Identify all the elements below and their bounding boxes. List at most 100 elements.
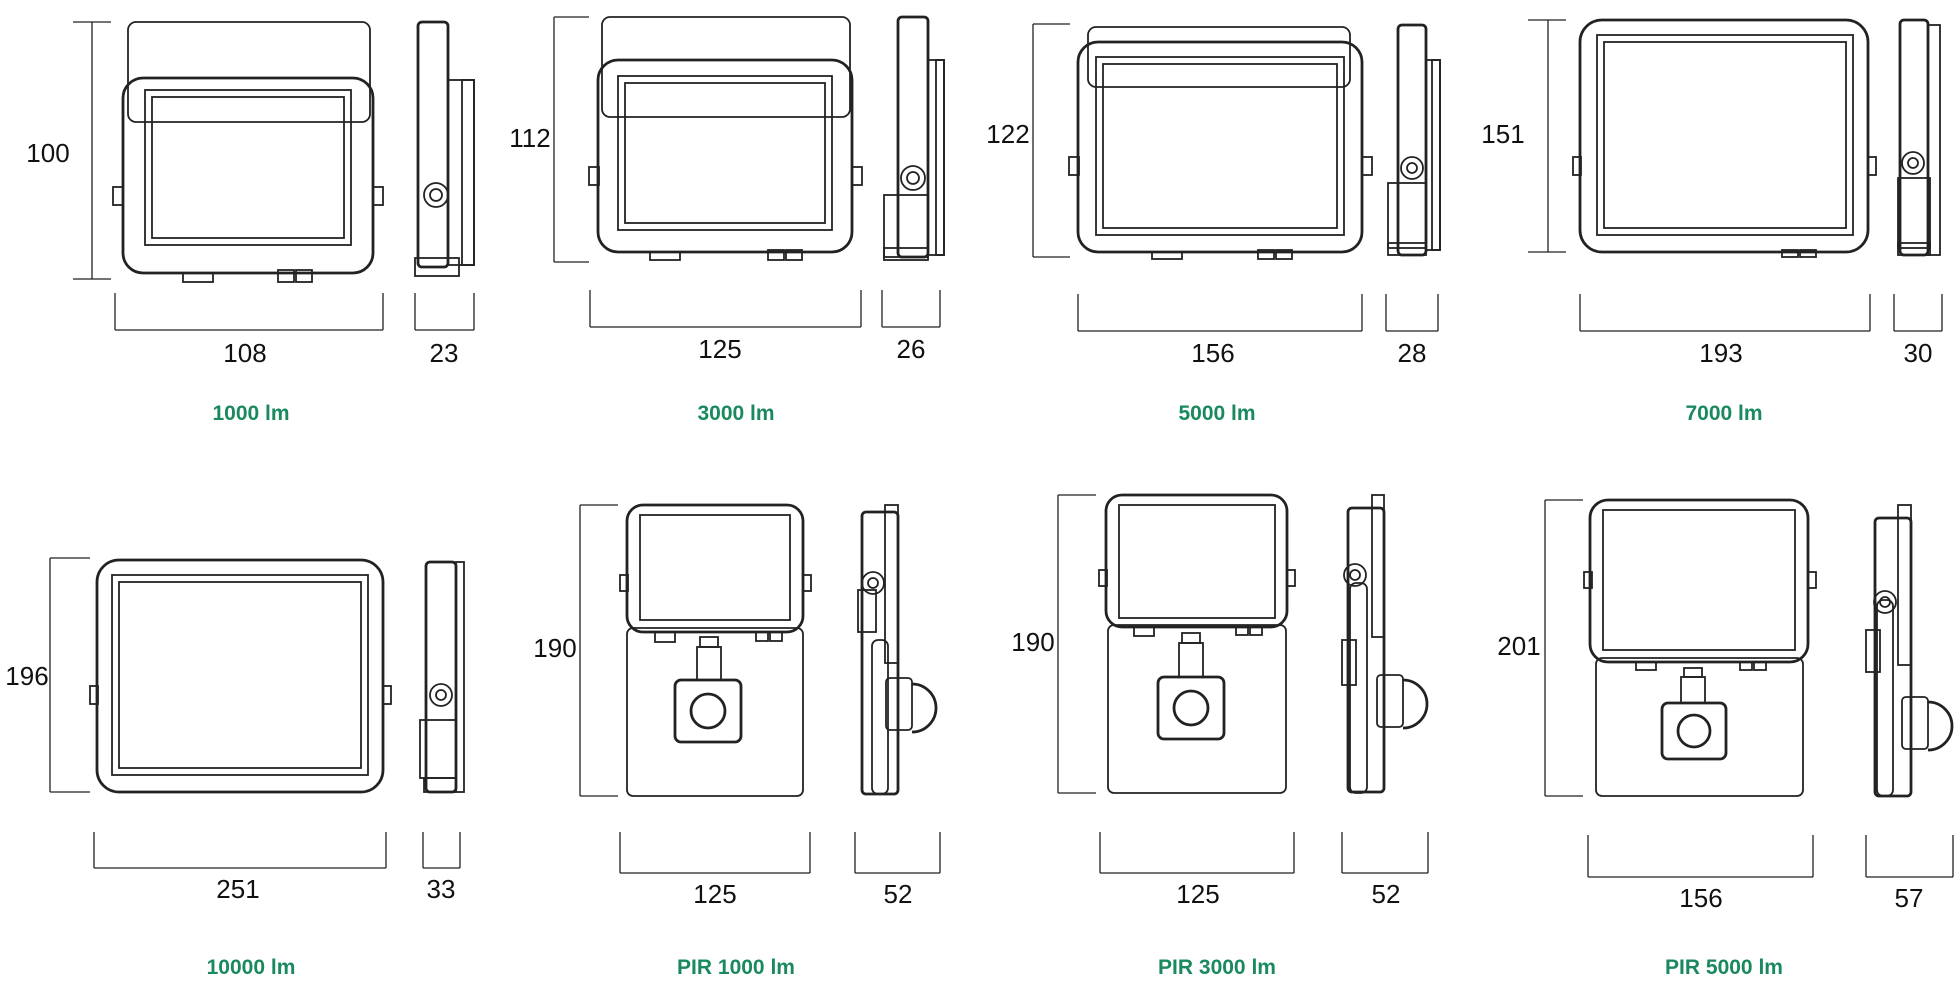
- side-driver-box: [857, 589, 877, 633]
- connector-2: [769, 631, 783, 642]
- connector-2: [1249, 626, 1263, 636]
- sensor-neck: [1178, 642, 1204, 678]
- height-dimension-line: [553, 16, 589, 263]
- width-label: 156: [1679, 883, 1722, 913]
- side-front-panel: [1927, 24, 1941, 256]
- height-label: 112: [509, 123, 550, 153]
- lamp-housing: [95, 558, 385, 794]
- lamp-housing: [1104, 493, 1289, 629]
- pir-sensor-head: [1156, 675, 1226, 741]
- lamp-housing: [596, 58, 854, 254]
- connector-2: [1275, 249, 1293, 260]
- side-sensor-mount: [885, 677, 913, 731]
- sensor-neck-cap: [1683, 667, 1703, 678]
- led-panel-inner: [151, 96, 345, 239]
- pir-sensor-head: [673, 678, 743, 744]
- lamp-housing: [1588, 498, 1810, 664]
- cable-gland: [1151, 251, 1183, 260]
- height-dimension-line: [1528, 19, 1566, 253]
- side-view: [1341, 494, 1429, 794]
- product-caption: 3000 lm: [697, 402, 774, 425]
- bracket-pivot-left: [112, 186, 124, 206]
- height-dimension-line: [579, 504, 618, 797]
- product-pir-3000lm: 190 125 52 PIR 3000 lm: [1011, 493, 1429, 979]
- side-sensor-dome: [1402, 678, 1429, 730]
- connector-1: [1739, 661, 1753, 671]
- side-housing: [860, 510, 900, 796]
- bracket-pivot-right: [1361, 156, 1373, 176]
- side-view: [1865, 504, 1954, 798]
- front-view: [1572, 18, 1877, 258]
- side-housing: [424, 560, 458, 794]
- height-dimension-line: [1032, 23, 1070, 258]
- led-panel-inner: [1603, 41, 1847, 229]
- dimension-lines: [1544, 499, 1954, 878]
- width-label: 193: [1699, 338, 1742, 368]
- side-sensor-dome: [1927, 700, 1954, 752]
- pir-sensor-lens: [1676, 713, 1712, 749]
- height-label: 122: [986, 119, 1029, 149]
- product-pir-1000lm: 190 125 52 PIR 1000 lm: [533, 503, 941, 979]
- product-7000lm: 151 193 30 7000 lm: [1481, 18, 1943, 425]
- pir-sensor-head: [1660, 701, 1728, 761]
- cable-gland: [1635, 661, 1657, 671]
- depth-label: 30: [1904, 338, 1933, 368]
- led-panel: [617, 75, 833, 231]
- depth-label: 57: [1895, 883, 1924, 913]
- depth-label: 52: [884, 879, 913, 909]
- side-front-panel: [455, 561, 465, 793]
- side-housing: [1898, 18, 1930, 257]
- side-base: [1897, 242, 1931, 256]
- pir-sensor-lens: [689, 692, 727, 730]
- side-sensor-dome: [911, 682, 938, 734]
- side-glass: [1431, 59, 1441, 251]
- width-dimension-line: [1077, 294, 1363, 332]
- cable-gland: [1133, 626, 1155, 637]
- bracket-pivot-left: [1583, 571, 1593, 589]
- led-panel: [1602, 509, 1796, 651]
- depth-label: 23: [430, 338, 459, 368]
- side-pivot-knob-inner: [906, 171, 920, 185]
- side-view: [1387, 23, 1441, 257]
- side-pivot-knob-inner: [1879, 596, 1891, 608]
- height-label: 196: [5, 661, 48, 691]
- width-label: 156: [1191, 338, 1234, 368]
- mounting-bracket: [127, 21, 371, 123]
- sensor-back-plate: [1107, 624, 1287, 794]
- lamp-housing: [625, 503, 805, 634]
- depth-dimension-line: [1865, 835, 1954, 878]
- cable-gland: [654, 631, 676, 643]
- side-front-panel: [1425, 59, 1441, 251]
- connector-1: [277, 269, 295, 283]
- side-pivot-knob: [1901, 151, 1925, 175]
- product-3000lm: 112 125 26 3000 lm: [509, 15, 945, 425]
- led-panel-inner: [624, 82, 826, 224]
- side-view: [419, 560, 465, 794]
- side-pivot-knob: [1400, 156, 1424, 180]
- side-housing: [896, 15, 930, 259]
- side-pivot-knob: [429, 683, 453, 707]
- connector-1: [767, 249, 785, 261]
- mounting-bracket: [601, 16, 851, 118]
- side-driver-box: [1897, 177, 1931, 249]
- led-panel: [1095, 56, 1345, 236]
- width-dimension-line: [114, 293, 384, 331]
- width-label: 108: [223, 338, 266, 368]
- width-label: 251: [216, 874, 259, 904]
- pir-sensor-lens: [1172, 689, 1210, 727]
- side-driver-box: [1341, 639, 1357, 686]
- side-pivot-knob-inner: [1406, 162, 1418, 174]
- width-dimension-line: [1579, 294, 1871, 332]
- front-view: [1098, 493, 1296, 794]
- connector-2: [1753, 661, 1767, 671]
- side-pivot-knob-inner: [1349, 569, 1361, 581]
- bracket-pivot-right: [372, 186, 384, 206]
- side-bracket-arm: [1349, 582, 1368, 794]
- side-driver-box: [883, 194, 929, 258]
- product-caption: PIR 1000 lm: [677, 956, 795, 979]
- product-1000lm: 100 108 23 1000 lm: [26, 20, 475, 425]
- height-dimension-line: [73, 21, 111, 280]
- side-front-panel: [447, 79, 475, 266]
- product-caption: PIR 3000 lm: [1158, 956, 1276, 979]
